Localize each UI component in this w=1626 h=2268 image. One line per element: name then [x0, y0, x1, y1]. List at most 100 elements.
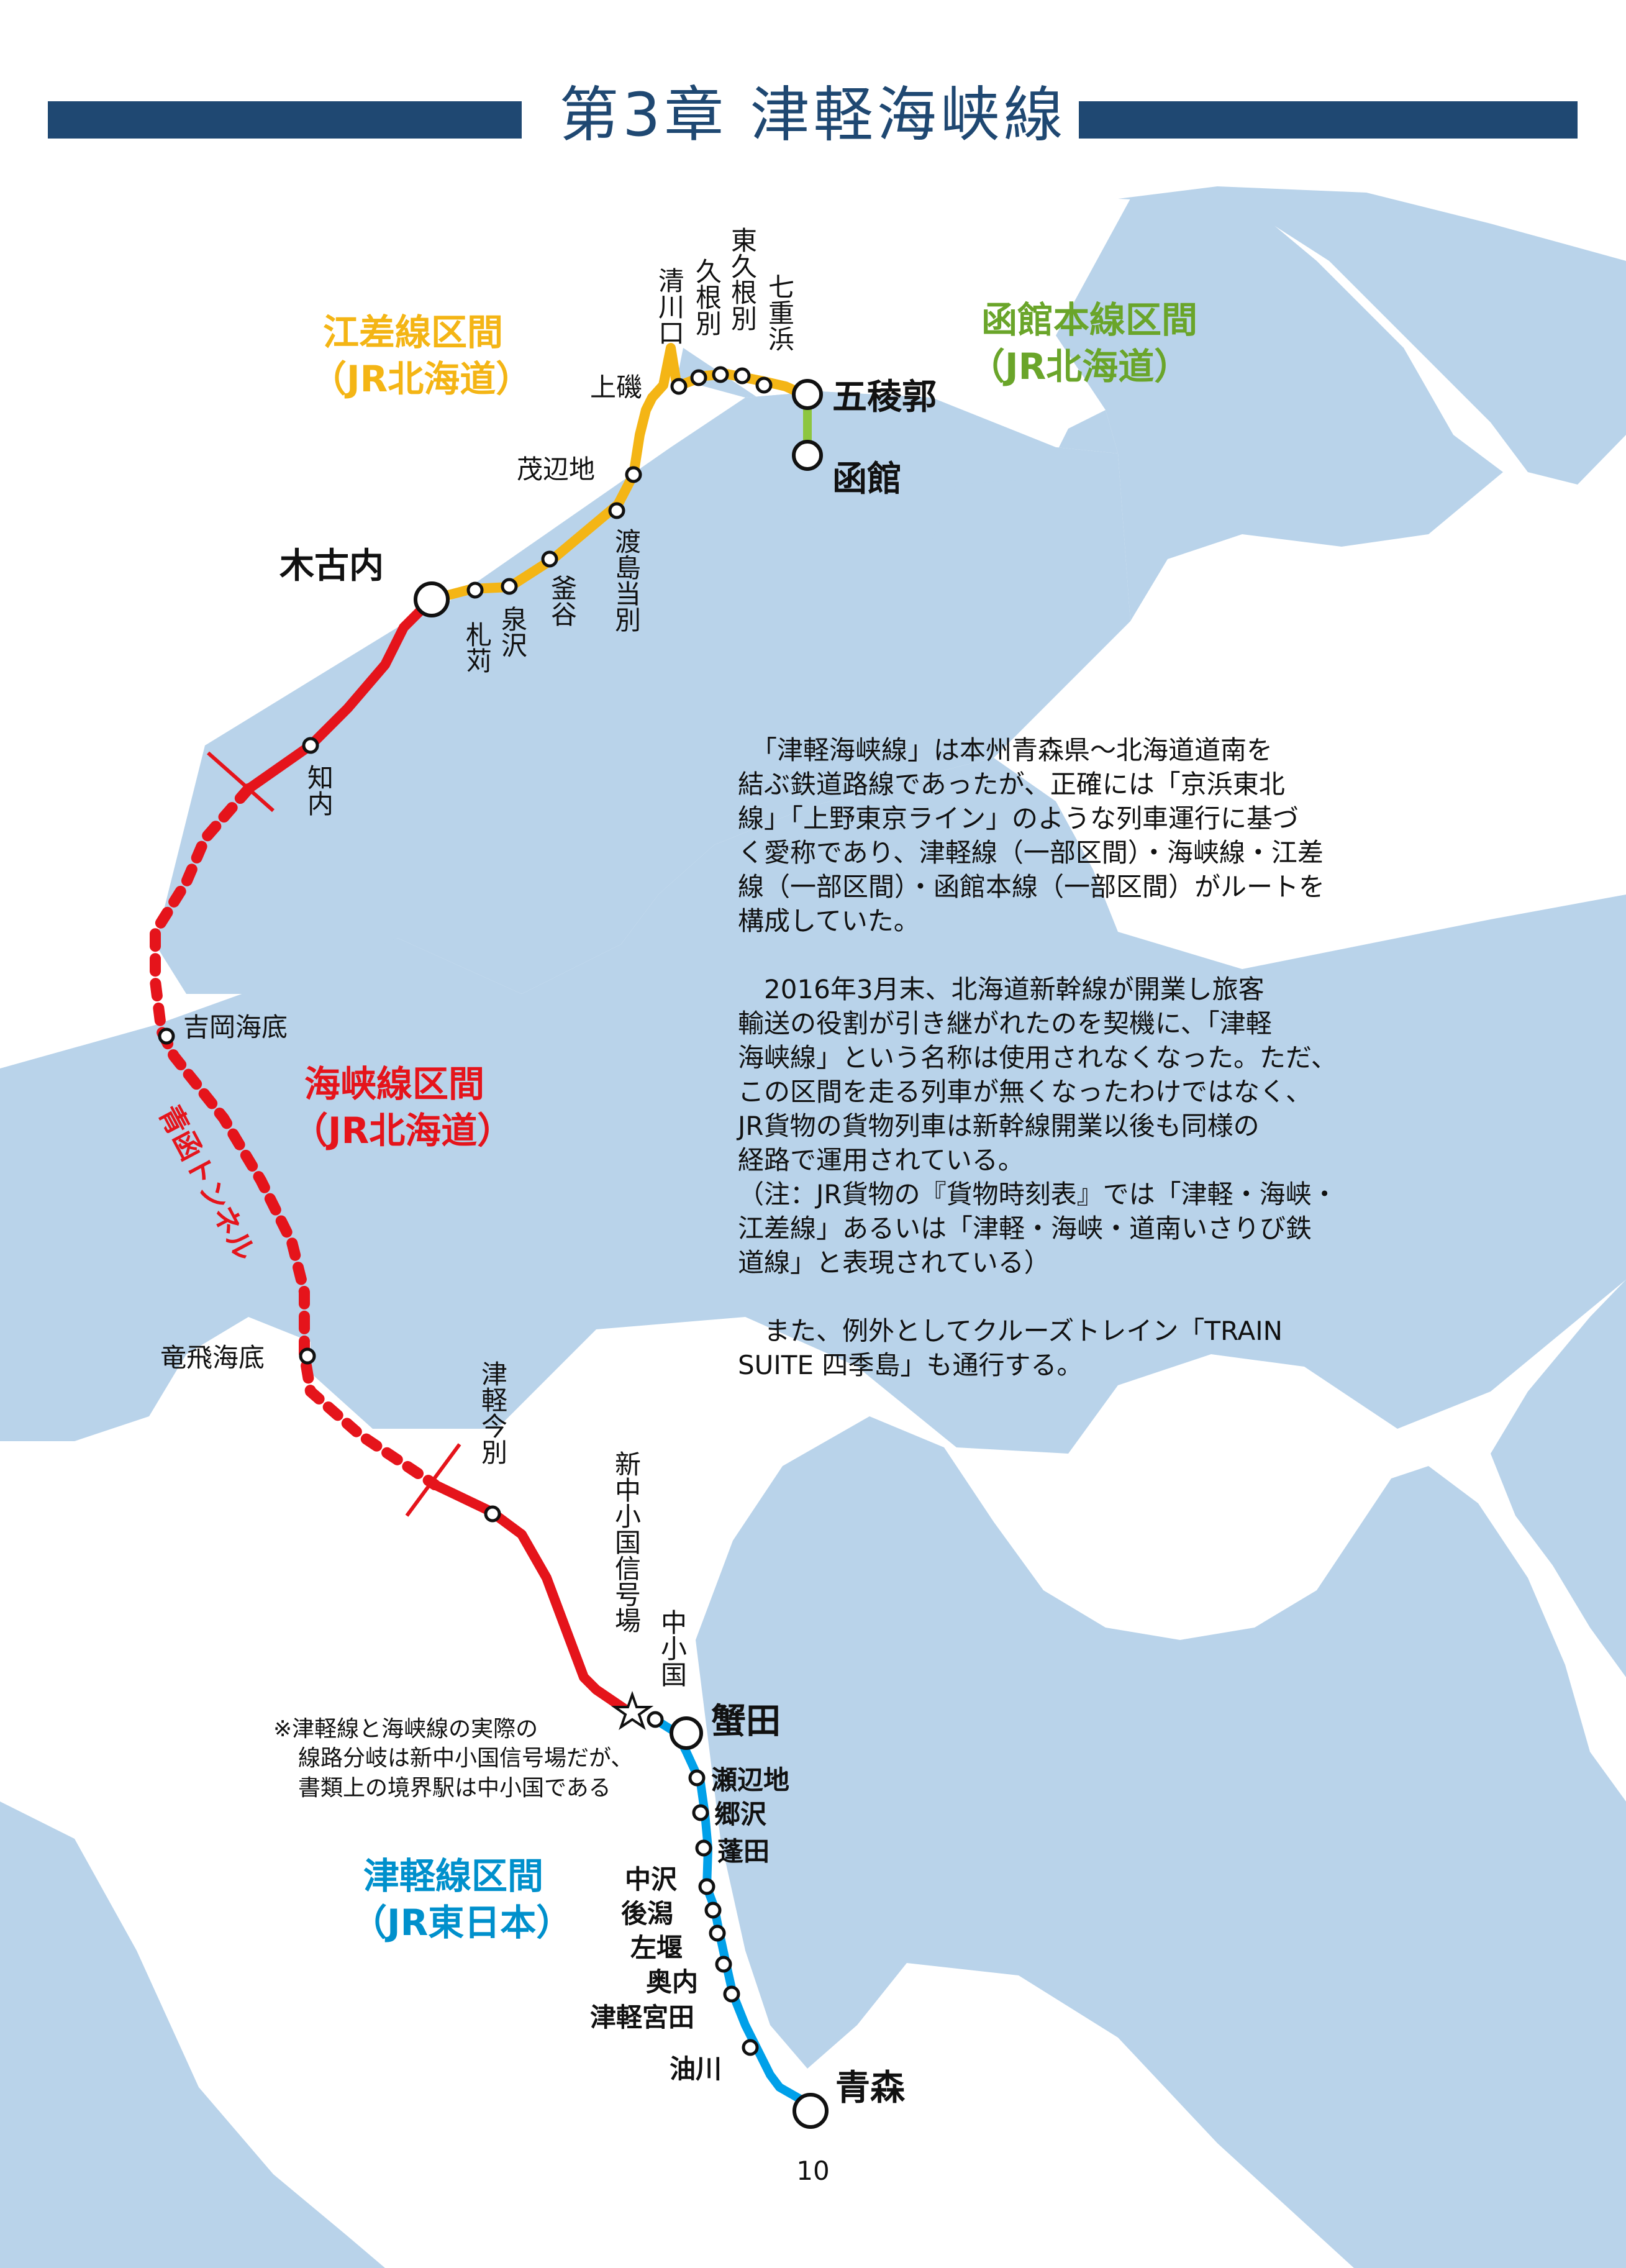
aburakawa-label: 油川	[670, 2054, 722, 2084]
station-marker-kamiiso	[670, 378, 688, 395]
hakodate-section-operator: （JR北海道）	[969, 345, 1190, 388]
shiriuchi-label: 知内	[304, 764, 334, 816]
minor-stations	[158, 366, 773, 2056]
tsugaru-section-name: 津軽線区間	[363, 1855, 543, 1897]
station-marker-higashi-kunebetsu	[734, 367, 751, 385]
title-bar-right	[1079, 101, 1578, 139]
kikonai-label: 木古内	[279, 546, 384, 586]
station-marker-kanita	[670, 1716, 703, 1750]
aomori-label: 青森	[835, 2068, 906, 2108]
station-marker-hakodate	[792, 440, 823, 471]
station-marker-goryokaku	[792, 379, 823, 410]
station-marker-sakaizeki	[709, 1924, 726, 1942]
station-marker-nakaoguni	[647, 1711, 664, 1728]
section-labels: 江差線区間 （JR北海道） 函館本線区間 （JR北海道） 海峡線区間 （JR北海…	[292, 299, 1197, 1944]
nakasawa-label: 中沢	[625, 1864, 678, 1895]
station-marker-tsugaru-miyata	[723, 1985, 740, 2003]
kamiiso-label: 上磯	[590, 372, 642, 403]
sakaizeki-label: 左堰	[630, 1933, 683, 1963]
station-marker-yoshioka-kaitei	[158, 1027, 175, 1045]
upper-strait-water	[155, 391, 1130, 994]
nanae-hama-label: 七重浜	[765, 273, 795, 352]
esashi-section-operator: （JR北海道）	[311, 358, 532, 400]
station-marker-kiyokawaguchi	[690, 369, 707, 386]
vertical-station-labels: 七重浜 東久根別 久根別 清川口 渡島当別 釜谷 泉沢 札苅 知内 津軽今別 新…	[304, 227, 795, 1687]
shin-nakaoguni-star-icon	[611, 1690, 654, 1730]
station-marker-tsugaru-imabetsu	[484, 1505, 501, 1523]
east-land-water	[1491, 1280, 1626, 1677]
goryokaku-label: 五稜郭	[832, 377, 937, 417]
station-marker-yomogita	[695, 1839, 712, 1857]
gosawa-label: 郷沢	[714, 1799, 767, 1829]
tsugaru-miyata-label: 津軽宮田	[590, 2002, 694, 2033]
chapter-title: 第3章 津軽海峡線	[559, 80, 1067, 150]
station-marker-izumisawa	[501, 578, 518, 595]
station-labels: 上磯 茂辺地 吉岡海底 竜飛海底 瀬辺地 郷沢 蓬田 中沢 後潟 左堰 奥内 津…	[160, 372, 789, 2084]
mohechi-label: 茂辺地	[517, 454, 595, 485]
sebeji-label: 瀬辺地	[711, 1765, 789, 1795]
kunebetsu-label: 久根別	[692, 258, 722, 336]
station-marker-nanae-hama	[755, 376, 773, 394]
tsugaru-imabetsu-label: 津軽今別	[478, 1360, 508, 1465]
note-line-1: ※津軽線と海峡線の実際の	[273, 1716, 538, 1742]
station-marker-tappi-kaitei	[299, 1347, 316, 1365]
description-text: 「津軽海峡線」は本州青森県～北海道道南を 結ぶ鉄道路線であったが、正確には「京浜…	[738, 733, 1378, 1416]
hakodate-label: 函館	[832, 459, 902, 499]
izumisawa-label: 泉沢	[497, 606, 528, 658]
higashi-kunebetsu-label: 東久根別	[727, 227, 758, 331]
station-marker-aomori	[793, 2093, 829, 2129]
page-number: 10	[796, 2156, 830, 2186]
station-marker-sebeji	[688, 1769, 706, 1787]
kaikyo-section-name: 海峡線区間	[304, 1063, 484, 1105]
station-marker-nakasawa	[698, 1878, 715, 1895]
station-marker-sakkari	[466, 581, 484, 599]
major-stations	[414, 379, 829, 2129]
title-bar-left	[48, 101, 522, 139]
station-marker-okunai	[715, 1956, 732, 1973]
note-line-2: 線路分岐は新中小国信号場だが、	[298, 1746, 633, 1771]
station-marker-ushirogata	[704, 1901, 722, 1919]
kaikyo-section-operator: （JR北海道）	[292, 1109, 513, 1152]
okunai-label: 奥内	[646, 1967, 698, 1997]
hakodate-section-name: 函館本線区間	[981, 299, 1197, 341]
station-marker-kamaya	[541, 550, 558, 568]
ushirogata-label: 後潟	[621, 1898, 673, 1929]
kaikyo-line-solid-south	[430, 1480, 632, 1716]
station-marker-kunebetsu	[712, 366, 729, 383]
description-paragraph-2: 2016年3月末、北海道新幹線が開業し旅客 輸送の役割が引き継がれたのを契機に、…	[738, 974, 1338, 1278]
major-station-labels: 五稜郭 函館 木古内 蟹田 青森	[279, 377, 937, 2108]
yoshioka-kaitei-label: 吉岡海底	[183, 1012, 288, 1042]
nakaoguni-label: 中小国	[657, 1609, 688, 1687]
northeast-water	[1056, 199, 1503, 621]
southwest-water	[0, 1801, 385, 2268]
station-marker-shiriuchi	[302, 737, 319, 754]
kanita-label: 蟹田	[711, 1701, 781, 1742]
boundary-tick-south	[405, 1443, 461, 1517]
tsugaru-strait-water	[0, 758, 1626, 1454]
description-paragraph-3: また、例外としてクルーズトレイン「TRAIN SUITE 四季島」も通行する。	[738, 1316, 1283, 1380]
tappi-kaitei-label: 竜飛海底	[160, 1342, 265, 1373]
kamaya-label: 釜谷	[547, 575, 578, 627]
tsugaru-section-operator: （JR東日本）	[351, 1901, 572, 1944]
station-marker-aburakawa	[742, 2039, 759, 2056]
kiyokawaguchi-label: 清川口	[655, 267, 685, 345]
station-marker-kikonai	[414, 581, 450, 617]
station-marker-gosawa	[692, 1804, 709, 1821]
mutsu-bay-water	[696, 1416, 1626, 2268]
kaikyo-line-solid-north	[243, 594, 437, 794]
station-marker-oshimatobetsu	[608, 502, 625, 519]
northwest-water	[1118, 186, 1626, 485]
shin-nakaoguni-label: 新中小国信号場	[611, 1451, 642, 1633]
oshimatobetsu-label: 渡島当別	[611, 528, 642, 632]
note-line-3: 書類上の境界駅は中小国である	[298, 1775, 611, 1801]
boundary-note: ※津軽線と海峡線の実際の 線路分岐は新中小国信号場だが、 書類上の境界駅は中小国…	[273, 1716, 633, 1801]
description-paragraph-1: 「津軽海峡線」は本州青森県～北海道道南を 結ぶ鉄道路線であったが、正確には「京浜…	[738, 735, 1325, 936]
station-marker-mohechi	[625, 466, 642, 483]
water-areas	[0, 186, 1626, 2268]
esashi-section-name: 江差線区間	[323, 311, 503, 353]
seikan-tunnel	[150, 783, 440, 1490]
yomogita-label: 蓬田	[717, 1836, 770, 1867]
boundary-tick-north	[207, 751, 275, 813]
sakkari-label: 札苅	[462, 621, 493, 673]
